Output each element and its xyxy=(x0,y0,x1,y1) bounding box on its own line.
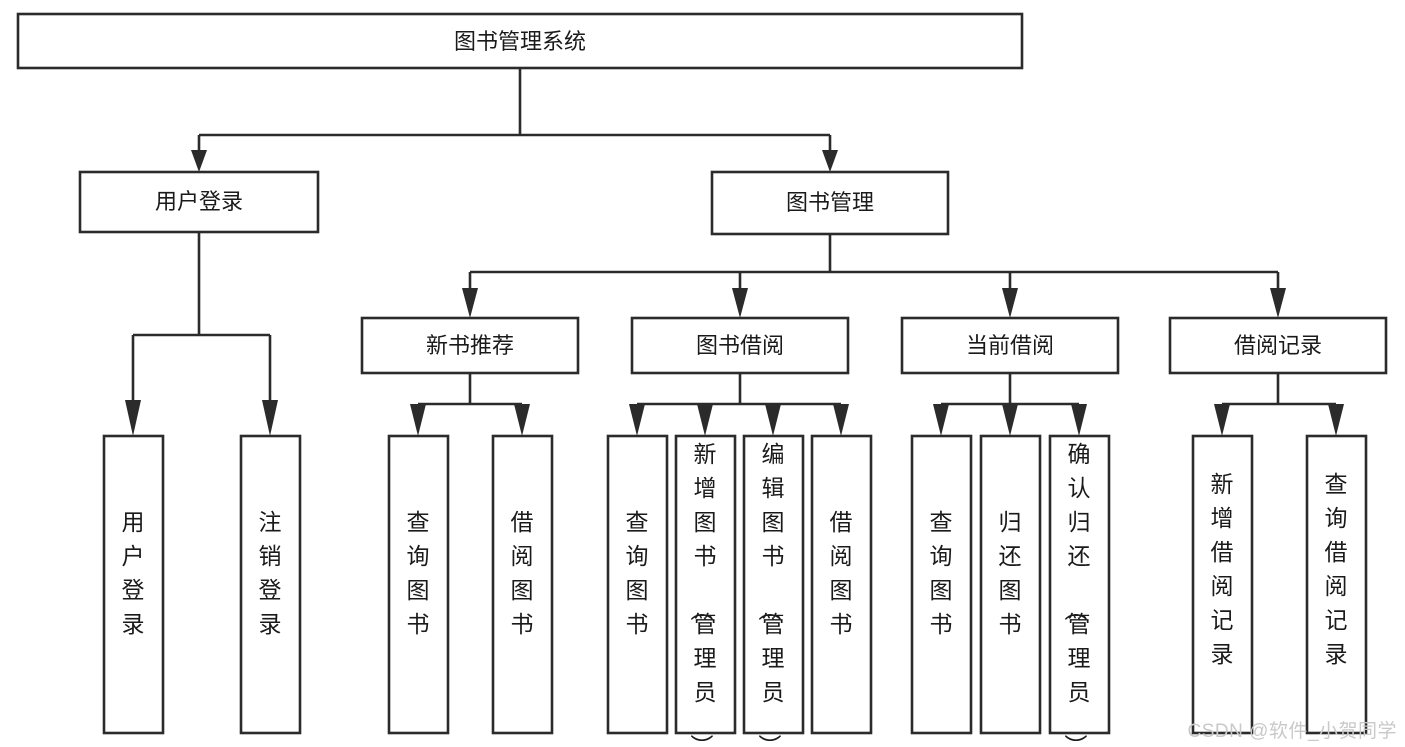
node-borrow-record-box[interactable] xyxy=(1168,316,1388,375)
node-book-manage-box[interactable] xyxy=(710,170,950,236)
arrow-user-login-leaf-2 xyxy=(262,400,278,436)
node-book-manage-label: 图书管理 xyxy=(786,190,874,215)
node-book-borrow-box[interactable] xyxy=(630,316,850,375)
leaf-borrow-book-2-box[interactable] xyxy=(810,434,873,735)
leaf-add-book-box[interactable] xyxy=(674,434,737,735)
leaf-logout-box[interactable] xyxy=(239,434,302,735)
leaf-add-record-box[interactable] xyxy=(1191,434,1254,735)
leaf-query-book-1-label: 查询图书 xyxy=(407,509,430,637)
connector-group xyxy=(125,68,1344,436)
arrow-recommend-leaf-2 xyxy=(514,404,530,436)
arrow-current-leaf-2 xyxy=(1002,404,1018,436)
arrow-record-leaf-1 xyxy=(1214,404,1230,436)
leaf-add-book[interactable]: 新增图书（管理员） xyxy=(674,434,737,747)
arrow-record-leaf-2 xyxy=(1328,404,1344,436)
leaf-logout-label: 注销登录 xyxy=(259,509,282,637)
node-new-book-recommend-box[interactable] xyxy=(360,316,580,375)
leaf-borrow-book-1-label: 借阅图书 xyxy=(511,509,534,637)
leaf-confirm-return[interactable]: 确认归还（管理员） xyxy=(1048,434,1111,747)
node-borrow-record[interactable]: 借阅记录 xyxy=(1168,316,1388,375)
node-new-book-recommend-label: 新书推荐 xyxy=(426,333,514,358)
leaf-query-record-box[interactable] xyxy=(1305,434,1368,735)
arrow-root-to-user-login xyxy=(191,150,207,172)
node-root-box[interactable] xyxy=(16,12,1024,70)
leaf-query-record-label: 查询借阅记录 xyxy=(1325,471,1348,667)
leaf-user-login[interactable]: 用户登录 xyxy=(102,434,165,735)
node-user-login[interactable]: 用户登录 xyxy=(78,170,320,234)
leaf-confirm-return-box[interactable] xyxy=(1048,434,1111,735)
leaf-user-login-label: 用户登录 xyxy=(122,509,145,637)
leaf-user-login-box[interactable] xyxy=(102,434,165,735)
node-current-borrow-box[interactable] xyxy=(900,316,1120,375)
leaf-add-record[interactable]: 新增借阅记录 xyxy=(1191,434,1254,735)
leaf-add-record-label: 新增借阅记录 xyxy=(1211,471,1234,667)
leaf-borrow-book-1[interactable]: 借阅图书 xyxy=(491,434,554,735)
leaf-query-book-2[interactable]: 查询图书 xyxy=(606,434,669,735)
node-new-book-recommend[interactable]: 新书推荐 xyxy=(360,316,580,375)
leaf-query-book-3-box[interactable] xyxy=(910,434,973,735)
node-book-borrow[interactable]: 图书借阅 xyxy=(630,316,850,375)
leaf-query-book-1[interactable]: 查询图书 xyxy=(387,434,450,735)
arrow-recommend-leaf-1 xyxy=(410,404,426,436)
arrow-book-manage-to-recommend xyxy=(462,288,478,318)
arrow-borrow-leaf-3 xyxy=(765,404,781,436)
leaf-return-book[interactable]: 归还图书 xyxy=(979,434,1042,735)
arrow-book-manage-to-current xyxy=(1002,288,1018,318)
arrow-root-to-book-manage xyxy=(822,150,838,172)
leaf-logout[interactable]: 注销登录 xyxy=(239,434,302,735)
leaf-query-book-2-box[interactable] xyxy=(606,434,669,735)
leaf-query-book-2-label: 查询图书 xyxy=(626,509,649,637)
node-root-label: 图书管理系统 xyxy=(454,29,586,54)
leaf-edit-book-box[interactable] xyxy=(742,434,805,735)
node-user-login-label: 用户登录 xyxy=(155,189,243,214)
leaf-borrow-book-2[interactable]: 借阅图书 xyxy=(810,434,873,735)
leaf-edit-book[interactable]: 编辑图书（管理员） xyxy=(742,434,805,747)
leaf-add-book-label: 新增图书（管理员） xyxy=(689,441,717,747)
arrow-borrow-leaf-1 xyxy=(629,404,645,436)
leaf-query-book-1-box[interactable] xyxy=(387,434,450,735)
arrow-borrow-leaf-2 xyxy=(697,404,713,436)
arrow-current-leaf-3 xyxy=(1071,404,1087,436)
leaf-borrow-book-2-label: 借阅图书 xyxy=(830,509,853,637)
node-book-manage[interactable]: 图书管理 xyxy=(710,170,950,236)
leaf-return-book-label: 归还图书 xyxy=(999,509,1022,637)
arrow-book-manage-to-record xyxy=(1270,288,1286,318)
leaf-return-book-box[interactable] xyxy=(979,434,1042,735)
node-borrow-record-label: 借阅记录 xyxy=(1234,333,1322,358)
node-current-borrow-label: 当前借阅 xyxy=(966,333,1054,358)
leaf-query-record[interactable]: 查询借阅记录 xyxy=(1305,434,1368,735)
node-root[interactable]: 图书管理系统 xyxy=(16,12,1024,70)
node-user-login-box[interactable] xyxy=(78,170,320,234)
leaf-query-book-3-label: 查询图书 xyxy=(930,509,953,637)
arrow-user-login-leaf-1 xyxy=(125,400,141,436)
arrow-borrow-leaf-4 xyxy=(833,404,849,436)
node-book-borrow-label: 图书借阅 xyxy=(696,333,784,358)
node-current-borrow[interactable]: 当前借阅 xyxy=(900,316,1120,375)
leaf-query-book-3[interactable]: 查询图书 xyxy=(910,434,973,735)
arrow-current-leaf-1 xyxy=(933,404,949,436)
leaf-borrow-book-1-box[interactable] xyxy=(491,434,554,735)
arrow-book-manage-to-borrow xyxy=(732,288,748,318)
leaf-confirm-return-label: 确认归还（管理员） xyxy=(1063,441,1091,747)
leaf-edit-book-label: 编辑图书（管理员） xyxy=(757,441,785,747)
